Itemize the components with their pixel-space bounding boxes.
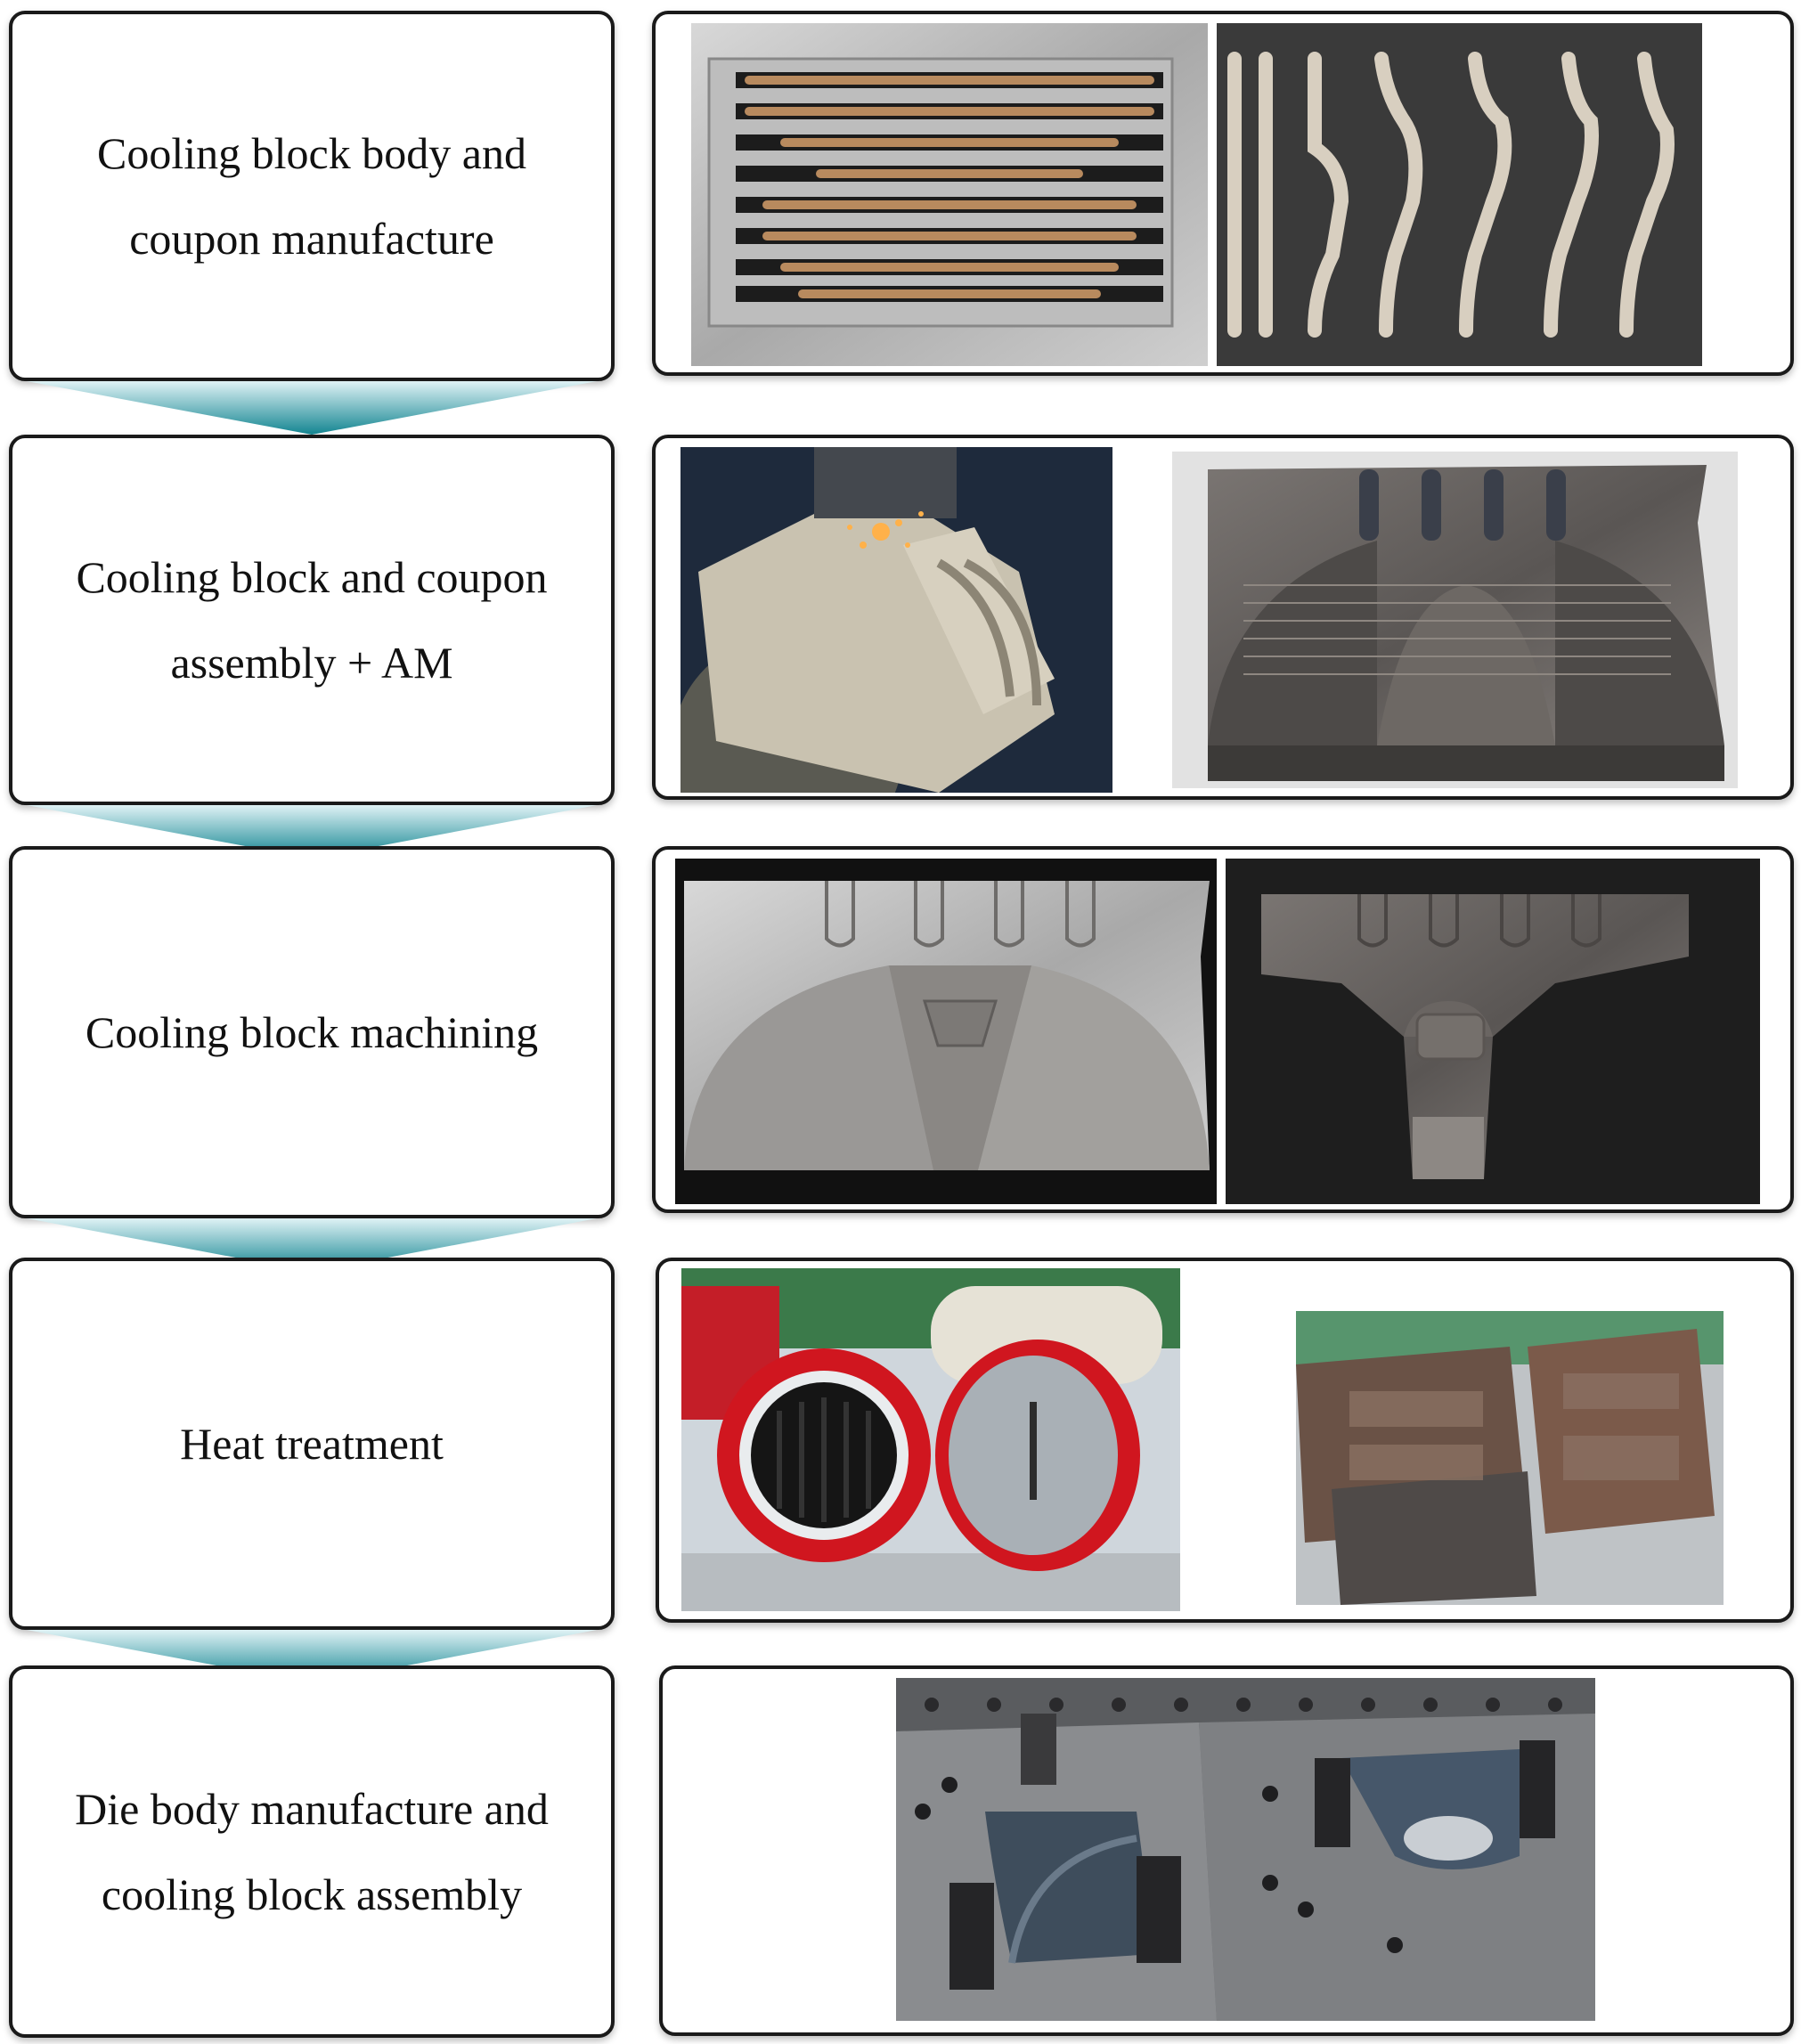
step-label-4: Heat treatment [180, 1419, 444, 1469]
step-label-3: Cooling block machining [85, 1007, 539, 1057]
flow-arrow-1 [27, 381, 597, 435]
step-box-1: Cooling block body and coupon manufactur… [9, 11, 615, 381]
step-box-2: Cooling block and coupon assembly + AM [9, 435, 615, 805]
cooling-block-body-photo [691, 23, 1208, 366]
heat-treatment-furnace-photo [681, 1268, 1180, 1611]
photo-panel-5 [659, 1665, 1794, 2036]
photo-panel-3 [652, 846, 1794, 1213]
step-box-4: Heat treatment [9, 1258, 615, 1630]
formed-coupons-photo [1217, 23, 1702, 366]
machined-block-side-photo [1226, 859, 1760, 1204]
photo-panel-2 [652, 435, 1794, 800]
step-box-3: Cooling block machining [9, 846, 615, 1218]
flow-arrow-2 [27, 805, 597, 859]
photo-panel-4 [656, 1258, 1794, 1623]
step-label-1: Cooling block body and coupon manufactur… [97, 128, 526, 264]
robotic-am-photo [680, 447, 1112, 793]
step-label-2: Cooling block and coupon assembly + AM [76, 552, 548, 688]
heat-treated-blocks-photo [1296, 1311, 1724, 1605]
as-deposited-block-photo [1172, 452, 1738, 788]
machined-block-photo [675, 859, 1217, 1204]
assembled-die-photo [896, 1678, 1595, 2021]
photo-panel-1 [652, 11, 1794, 376]
step-box-5: Die body manufacture and cooling block a… [9, 1665, 615, 2038]
flow-arrow-3 [27, 1218, 597, 1272]
step-label-5: Die body manufacture and cooling block a… [75, 1784, 549, 1919]
flow-arrow-4 [27, 1630, 597, 1683]
